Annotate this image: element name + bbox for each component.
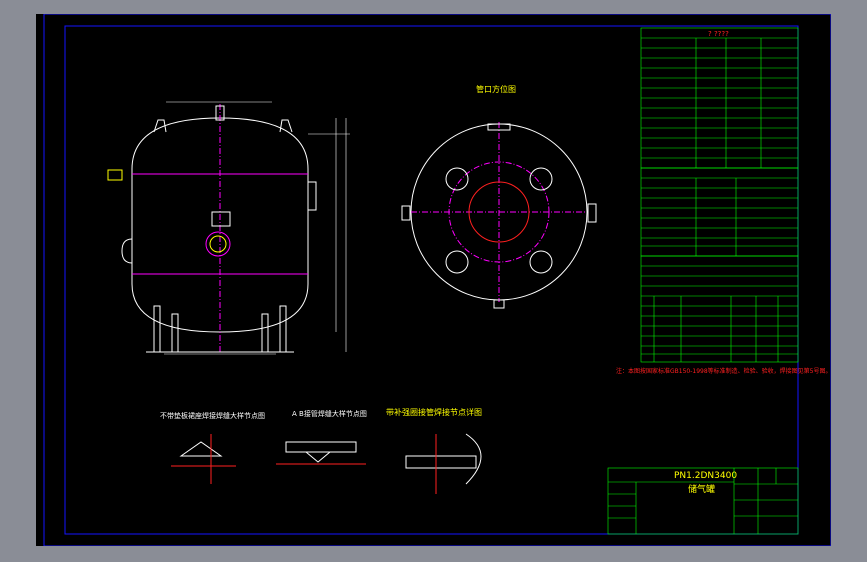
- leg-2: [529, 167, 553, 191]
- detail-3: [405, 433, 482, 494]
- support-leg-1: [153, 305, 161, 353]
- weld-details[interactable]: [171, 433, 482, 494]
- technical-note: 注：本图按国家标准GB150-1998等标准制造、检验、验收，焊接图见第5号图。: [616, 368, 832, 375]
- side-nozzle-left: [121, 238, 133, 264]
- manhole: [205, 231, 231, 257]
- nozzle-right: [587, 203, 597, 223]
- spec-table[interactable]: [640, 167, 799, 257]
- design-data-table[interactable]: [640, 27, 799, 169]
- leg-1: [445, 167, 469, 191]
- leg-4: [529, 250, 553, 274]
- drawing-name-line2: 储气罐: [688, 485, 716, 495]
- support-leg-4: [279, 305, 287, 353]
- detail-1: [171, 434, 236, 484]
- nozzle-bottom: [493, 299, 505, 309]
- title-block[interactable]: [607, 467, 799, 535]
- detail-2: [276, 441, 366, 465]
- bolt-circle: [448, 161, 550, 263]
- support-leg-3: [261, 313, 269, 353]
- design-table-title: ? ????: [708, 30, 729, 38]
- nozzle-left: [401, 205, 411, 221]
- top-nozzle: [215, 105, 225, 121]
- detail-2-title: A B接管焊缝大样节点图: [292, 410, 367, 418]
- valve-left: [107, 169, 123, 181]
- outer-border: [43, 14, 831, 546]
- nozzle-view-title: 管口方位图: [476, 85, 516, 94]
- drawing-name-line1: PN1.2DN3400: [674, 471, 738, 481]
- side-nozzle-right: [307, 181, 317, 211]
- cad-drawing[interactable]: [36, 14, 831, 546]
- lifting-lug-left: [153, 119, 167, 133]
- support-leg-2: [171, 313, 179, 353]
- nozzle-orientation-view[interactable]: [401, 122, 597, 309]
- detail-3-title: 带补强圈接管焊接节点详图: [386, 408, 482, 417]
- front-dimensions: [164, 101, 350, 355]
- nameplate: [211, 211, 231, 227]
- detail-1-title: 不带垫板裙座焊接焊缝大样节点图: [160, 412, 265, 420]
- leg-3: [445, 250, 469, 274]
- nozzle-table[interactable]: [640, 255, 799, 363]
- center-nozzle: [468, 181, 530, 243]
- drawing-canvas[interactable]: 管口方位图 不带垫板裙座焊接焊缝大样节点图 A B接管焊缝大样节点图 带补强圈接…: [36, 14, 831, 546]
- nozzle-top: [487, 123, 511, 131]
- lifting-lug-right: [279, 119, 293, 133]
- manhole-inner: [209, 235, 227, 253]
- vessel-front-view[interactable]: [107, 104, 317, 354]
